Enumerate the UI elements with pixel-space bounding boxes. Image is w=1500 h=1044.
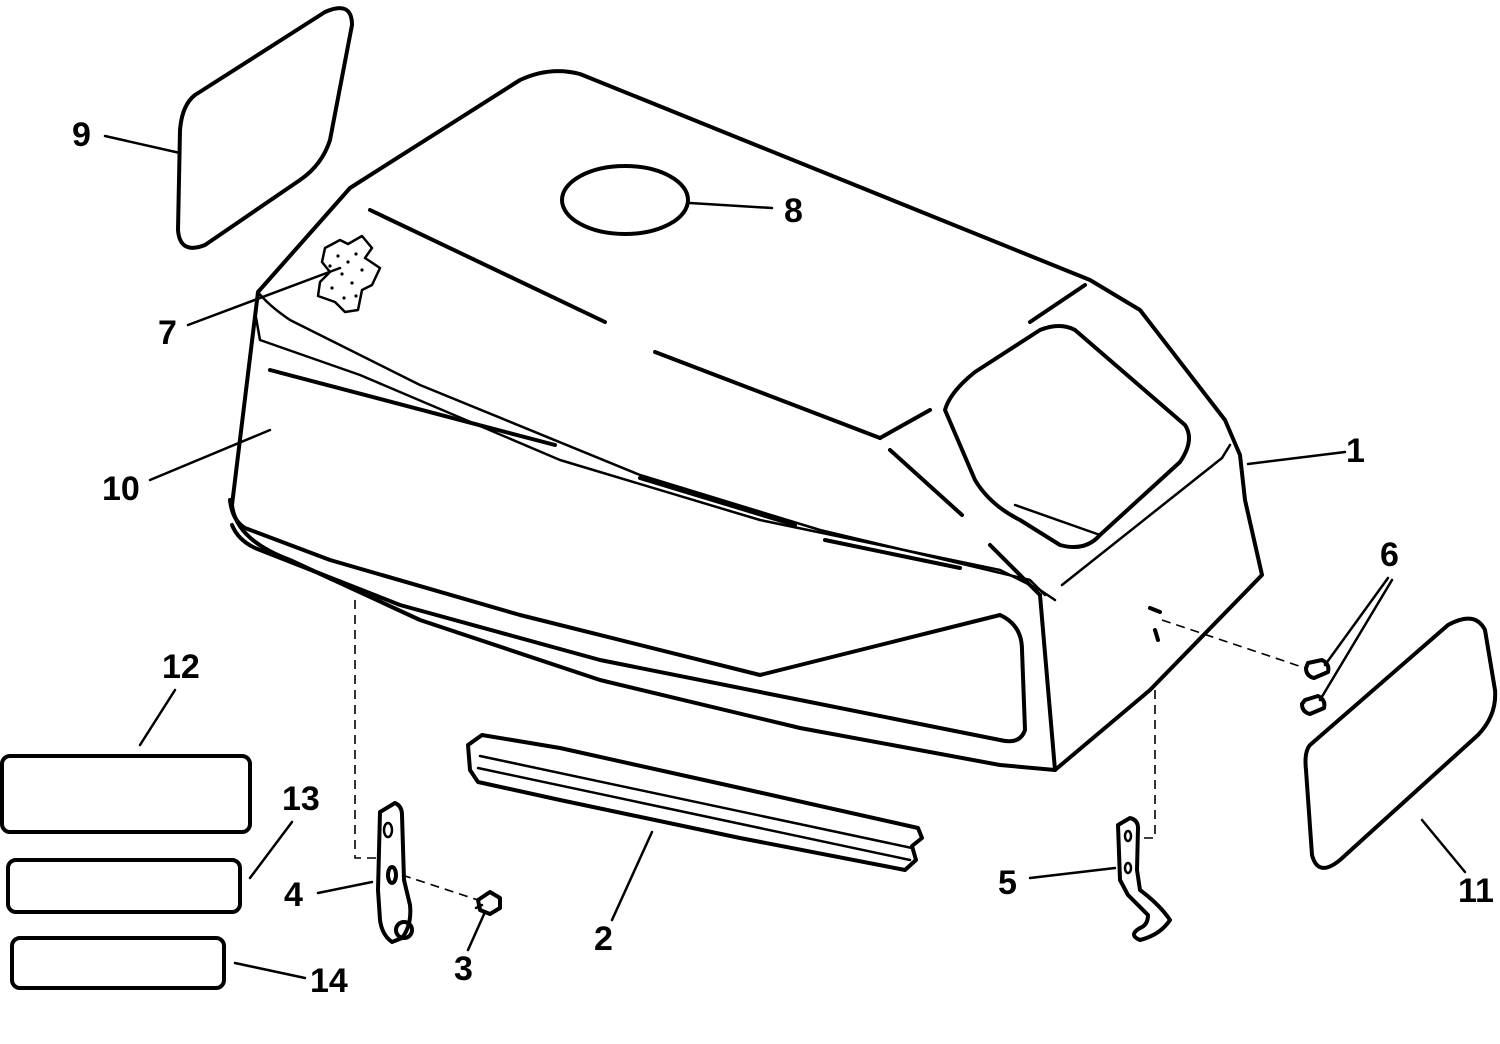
hood-lower-lip	[228, 498, 1027, 744]
leader-13	[248, 820, 294, 880]
seal-strip-groove-1	[478, 754, 914, 850]
side-decal-left	[176, 6, 354, 250]
bracket-right-hole-1	[1123, 829, 1133, 843]
callout-10: 10	[102, 470, 140, 508]
callout-7: 7	[158, 314, 177, 352]
callout-14: 14	[310, 962, 348, 1000]
callout-6: 6	[1380, 536, 1399, 574]
callout-2: 2	[594, 920, 613, 958]
bracket-left	[376, 801, 414, 944]
decal-small	[10, 936, 226, 990]
leader-10	[148, 428, 272, 482]
hood-right-edge	[1038, 593, 1057, 772]
decal-medium	[6, 858, 242, 914]
side-decal-right	[1303, 616, 1498, 870]
screw-shank	[474, 903, 484, 910]
assembly-line-right	[1138, 690, 1156, 839]
screw-head	[476, 890, 502, 916]
front-crease-1	[268, 368, 557, 447]
callout-12: 12	[162, 648, 200, 686]
engine-hood	[228, 69, 1264, 772]
leader-2	[610, 830, 654, 922]
leader-8	[688, 201, 774, 210]
callout-5: 5	[998, 864, 1017, 902]
hood-outline	[230, 69, 1264, 772]
leader-7	[186, 266, 342, 327]
leader-6b	[1318, 578, 1394, 702]
top-crease-1	[368, 208, 607, 324]
leader-14	[233, 961, 307, 980]
leader-11	[1420, 818, 1467, 874]
vent-opening	[943, 324, 1191, 549]
rivet-hole-upper	[1148, 606, 1162, 614]
leader-1	[1246, 450, 1347, 466]
foam-pad-outline	[316, 234, 382, 314]
bracket-right-hole-2	[1123, 861, 1133, 875]
bracket-right	[1116, 816, 1172, 942]
bracket-left-hole-1	[382, 821, 394, 839]
corner-crease-b	[988, 543, 1042, 597]
callout-11: 11	[1458, 872, 1494, 910]
assembly-line-rivet	[1161, 619, 1306, 669]
rivet-hole-lower	[1153, 628, 1160, 642]
callout-8: 8	[784, 192, 803, 230]
decal-large	[0, 754, 252, 834]
bracket-left-knob	[394, 920, 414, 940]
leader-3	[466, 910, 487, 952]
leader-4	[316, 880, 374, 895]
callout-labels: 1 2 3 4 5 6 7 8 9 10 11 12 13 14	[72, 116, 1494, 1000]
bracket-left-hole-2	[386, 865, 398, 885]
hood-right-rim	[1060, 443, 1232, 587]
seal-strip-groove-2	[476, 766, 912, 862]
leader-12	[138, 688, 177, 747]
top-crease-2	[653, 350, 882, 440]
callout-1: 1	[1346, 432, 1365, 470]
leader-6a	[1323, 576, 1390, 667]
seal-strip	[466, 733, 924, 872]
callout-9: 9	[72, 116, 91, 154]
foam-pad	[316, 234, 382, 314]
rivet-upper	[1304, 658, 1331, 680]
hood-top-rim	[256, 290, 1047, 597]
seal-strip-outline	[466, 733, 924, 872]
leader-5	[1028, 866, 1117, 880]
hood-top-panel	[253, 310, 1057, 602]
screw	[474, 890, 502, 916]
assembly-line-left	[354, 600, 380, 859]
leader-lines	[103, 134, 1467, 980]
front-crease-3	[823, 538, 962, 570]
rivets	[1300, 658, 1331, 716]
top-oval-decal	[560, 164, 690, 236]
callout-3: 3	[454, 950, 473, 988]
callout-13: 13	[282, 780, 320, 818]
top-crease-4	[1028, 283, 1087, 324]
corner-crease-a	[888, 448, 964, 517]
callout-4: 4	[284, 876, 303, 914]
assembly-line-screw	[401, 874, 479, 901]
leader-9	[103, 134, 182, 155]
vent-inner-edge	[1013, 503, 1102, 537]
bracket-right-outline	[1116, 816, 1172, 942]
front-crease-2	[638, 476, 797, 527]
top-crease-3	[878, 408, 932, 440]
